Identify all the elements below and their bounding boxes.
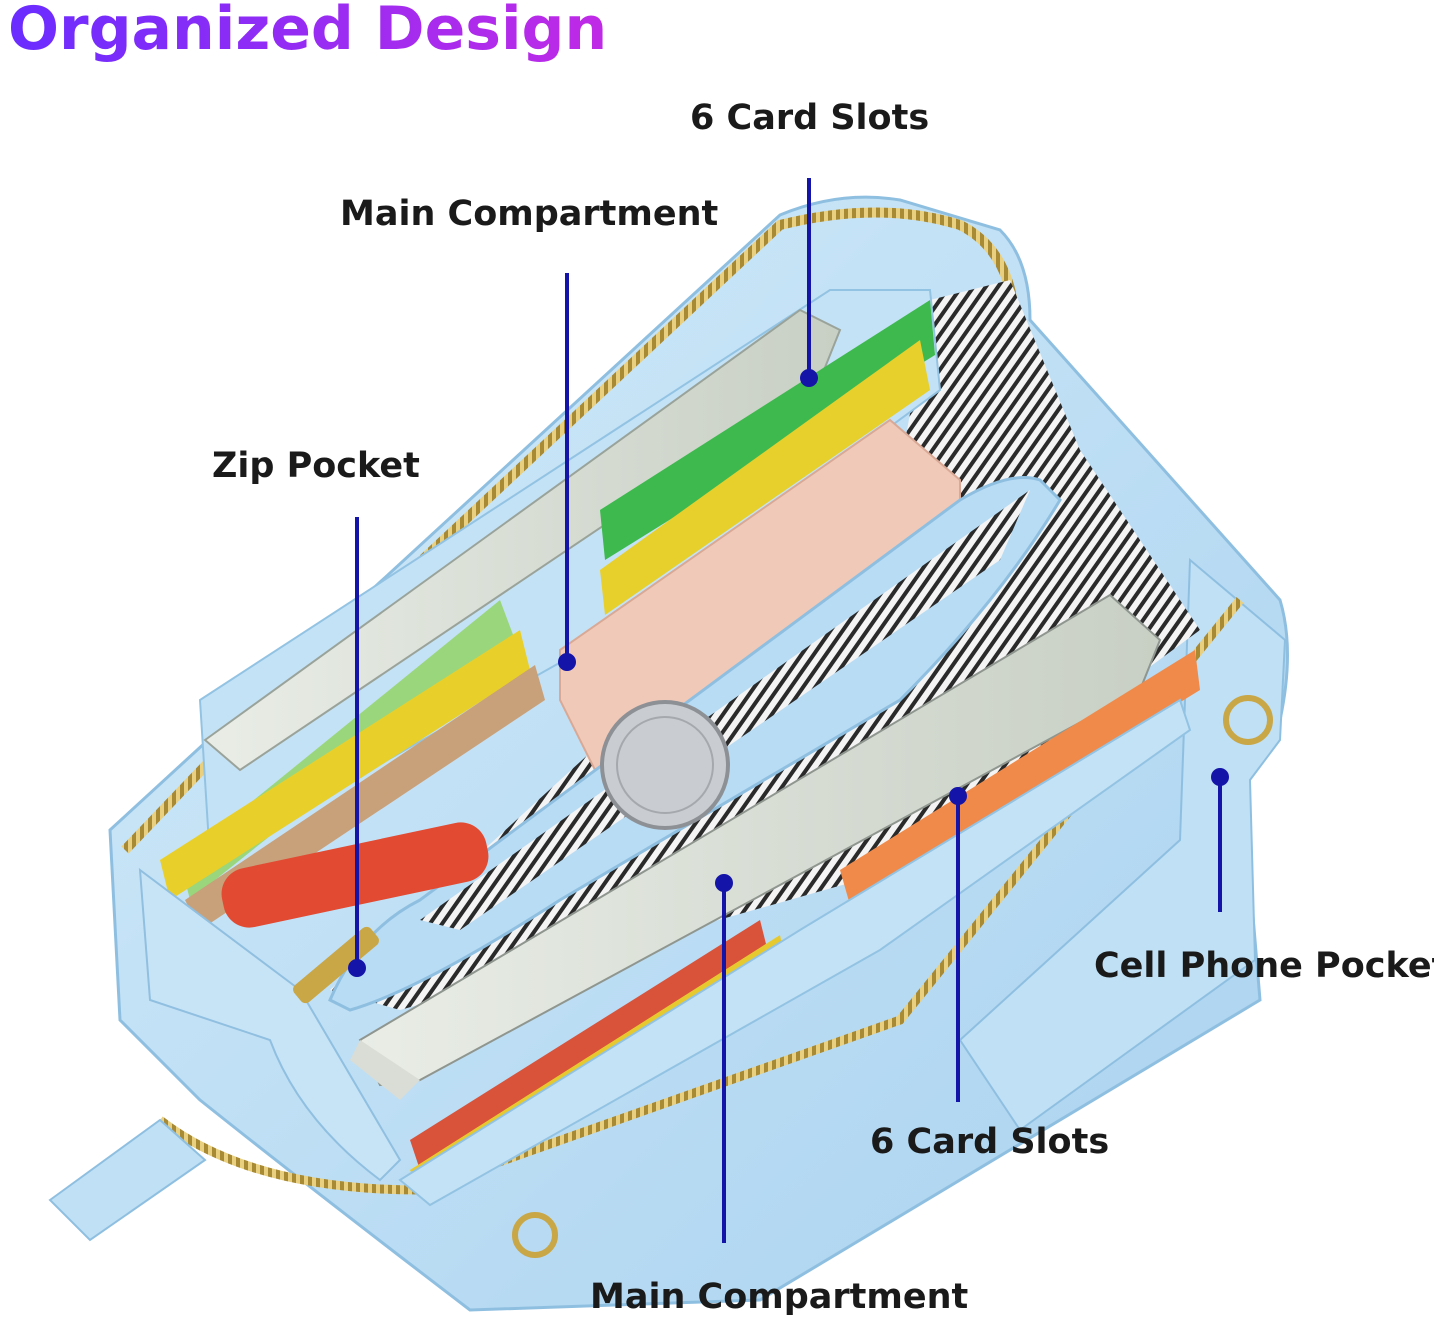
page-title: Organized Design	[8, 0, 607, 64]
quarter-coin	[600, 700, 730, 830]
label-card-slots-top: 6 Card Slots	[690, 98, 930, 138]
label-zip-pocket: Zip Pocket	[212, 446, 420, 486]
strap-ring-bottom	[512, 1212, 558, 1258]
yellow-card-back	[600, 340, 930, 615]
left-gusset	[138, 867, 402, 1182]
yellow-card-left	[160, 630, 530, 900]
wrist-strap-tab	[48, 1118, 207, 1242]
callout-dot-main-compartment-top	[558, 653, 576, 671]
callout-lines	[348, 178, 1229, 1243]
green-card-back	[600, 300, 935, 560]
cash-back	[203, 308, 842, 772]
front-slot-panel	[398, 698, 1192, 1207]
callout-dot-cell-phone-pocket	[1211, 768, 1229, 786]
label-main-compartment-top: Main Compartment	[340, 194, 719, 234]
orange-card-front	[840, 650, 1200, 905]
cell-phone-pocket	[958, 557, 1287, 1132]
zipper-bottom	[157, 597, 1244, 1195]
cash-edge	[350, 1040, 420, 1100]
quarter-coin-inner	[616, 716, 714, 814]
label-card-slots-bottom: 6 Card Slots	[870, 1122, 1110, 1162]
label-cell-phone-pocket: Cell Phone Pocket	[1094, 946, 1434, 986]
callout-dot-main-compartment-bottom	[715, 874, 733, 892]
zip-pocket-opening	[420, 490, 1030, 930]
callout-dot-card-slots-top	[800, 369, 818, 387]
strap-ring-right	[1223, 695, 1273, 745]
callout-dot-zip-pocket	[348, 959, 366, 977]
red-card-front	[410, 920, 770, 1170]
label-main-compartment-bottom: Main Compartment	[590, 1277, 969, 1317]
callout-dot-card-slots-bottom	[949, 787, 967, 805]
